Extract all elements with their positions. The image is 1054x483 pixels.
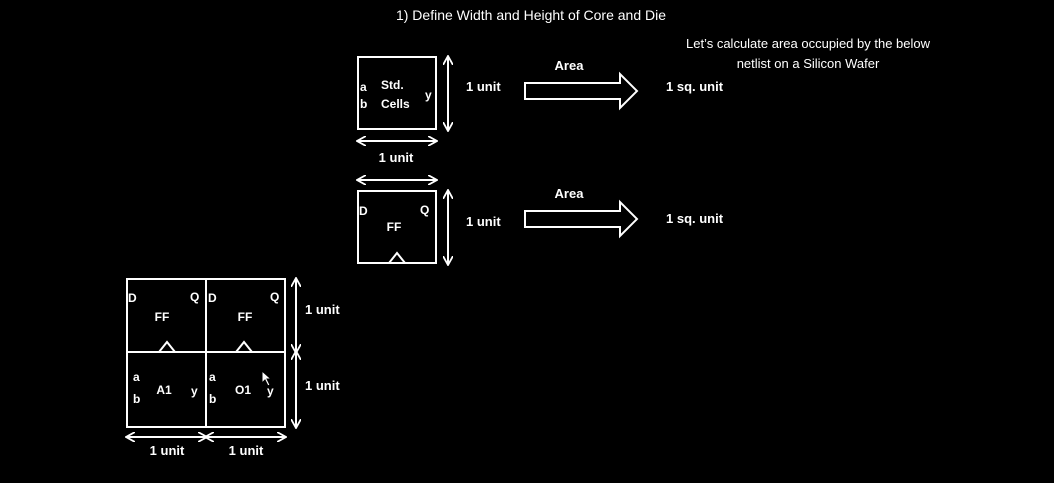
ff2-label: FF (238, 310, 253, 324)
ff1-pin-d: D (128, 291, 137, 305)
ff-cell-label: FF (387, 220, 402, 234)
netlist-ff1: D Q FF (128, 290, 199, 353)
ff1-label: FF (155, 310, 170, 324)
netlist-width-right-label: 1 unit (229, 443, 264, 458)
note-line-2: netlist on a Silicon Wafer (737, 56, 880, 71)
o1-pin-b: b (209, 392, 216, 406)
std-cell-block: a b Std. Cells y 1 unit 1 unit Area 1 sq… (358, 57, 724, 165)
o1-pin-a: a (209, 370, 216, 384)
ff2-clock-icon (235, 340, 253, 353)
netlist-height-bottom-label: 1 unit (305, 378, 340, 393)
o1-label: O1 (235, 383, 251, 397)
std-cell-width-label: 1 unit (379, 150, 414, 165)
ff-cell-box (357, 190, 437, 264)
netlist-o1: a b O1 y (209, 370, 274, 406)
o1-pin-y: y (267, 384, 274, 398)
a1-label: A1 (156, 383, 172, 397)
mouse-cursor-icon (261, 369, 273, 387)
netlist-height-top-label: 1 unit (305, 302, 340, 317)
a1-pin-y: y (191, 384, 198, 398)
ff2-pin-d: D (208, 291, 217, 305)
std-cell-pin-y: y (425, 88, 432, 102)
ff-cell-area-label: Area (555, 186, 585, 201)
ff-cell-clock-icon (388, 251, 406, 264)
std-cell-pin-a: a (360, 80, 367, 94)
ff-cell-result: 1 sq. unit (666, 211, 724, 226)
ff-cell-pin-q: Q (420, 203, 429, 217)
ff-cell-height-label: 1 unit (466, 214, 501, 229)
std-cell-result: 1 sq. unit (666, 79, 724, 94)
page-title: 1) Define Width and Height of Core and D… (396, 7, 666, 23)
ff-cell-block: D Q FF 1 unit Area 1 sq. unit (358, 180, 724, 264)
ff-cell-area-arrow (524, 199, 639, 239)
std-cell-area-arrow (524, 71, 639, 111)
std-cell-area-label: Area (555, 58, 585, 73)
ff2-pin-q: Q (270, 290, 279, 304)
note-line-1: Let’s calculate area occupied by the bel… (686, 36, 931, 51)
a1-pin-a: a (133, 370, 140, 384)
ff1-pin-q: Q (190, 290, 199, 304)
std-cell-box (357, 56, 437, 130)
ff-cell-pin-d: D (359, 204, 368, 218)
a1-pin-b: b (133, 392, 140, 406)
std-cell-height-label: 1 unit (466, 79, 501, 94)
netlist-width-left-label: 1 unit (150, 443, 185, 458)
ff1-clock-icon (158, 340, 176, 353)
std-cell-label-2: Cells (381, 97, 410, 111)
std-cell-pin-b: b (360, 97, 367, 111)
std-cell-label-1: Std. (381, 78, 404, 92)
netlist-grid: D Q FF D Q FF a b A1 y a b O1 y 1 unit (127, 279, 340, 458)
netlist-ff2: D Q FF (208, 290, 279, 353)
netlist-a1: a b A1 y (133, 370, 198, 406)
